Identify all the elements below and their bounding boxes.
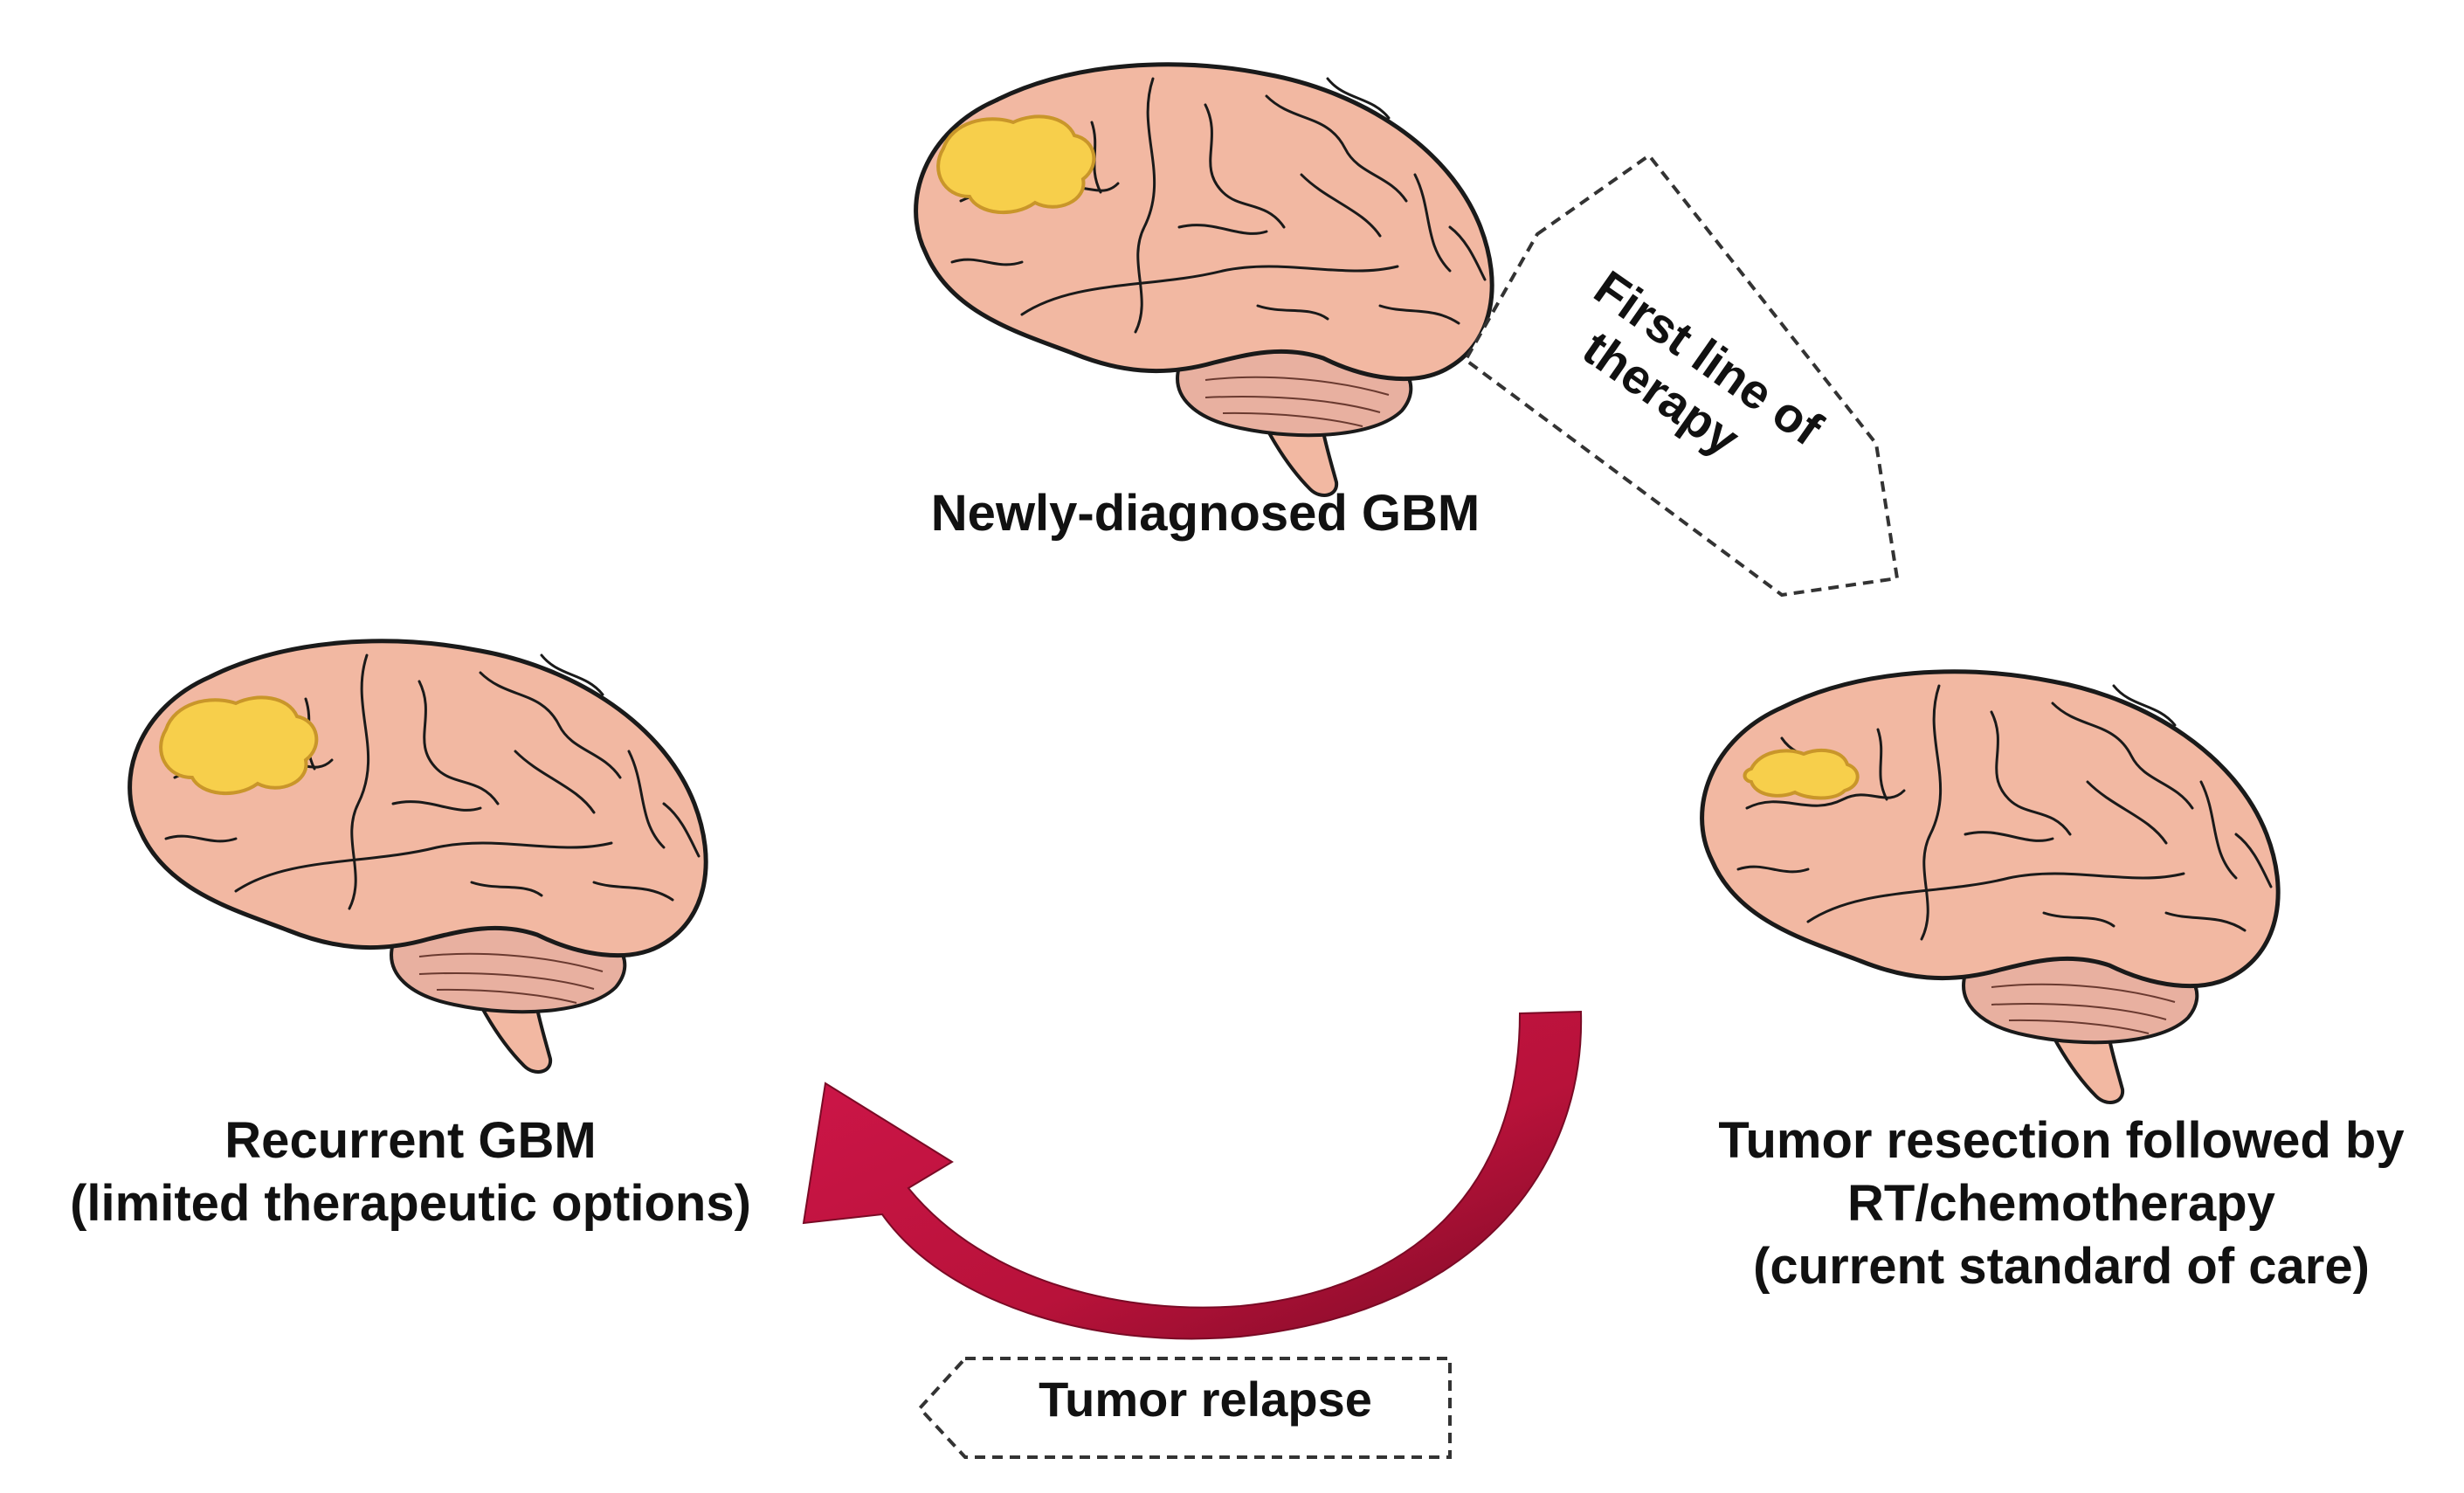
label-newly-diagnosed: Newly-diagnosed GBM xyxy=(873,482,1537,545)
first-line-therapy-arrow xyxy=(1463,153,1900,598)
tumor-residual xyxy=(1743,749,1860,800)
brain-recurrent xyxy=(130,641,707,1072)
label-recurrent-line2: (limited therapeutic options) xyxy=(70,1174,751,1232)
label-recurrent: Recurrent GBM (limited therapeutic optio… xyxy=(17,1109,804,1235)
brain-resection xyxy=(1702,672,2279,1102)
label-newly-diagnosed-text: Newly-diagnosed GBM xyxy=(930,485,1480,542)
label-resection-line2: RT/chemotherapy xyxy=(1847,1174,2275,1232)
brain-newly-diagnosed xyxy=(916,65,1493,495)
label-tumor-relapse-text: Tumor relapse xyxy=(1039,1372,1372,1427)
label-resection-line3: (current standard of care) xyxy=(1753,1237,2370,1295)
label-resection-line1: Tumor resection followed by xyxy=(1718,1112,2405,1169)
tumor-newly-diagnosed xyxy=(936,114,1096,215)
label-resection: Tumor resection followed by RT/chemother… xyxy=(1677,1109,2446,1298)
tumor-recurrent xyxy=(159,695,319,796)
label-recurrent-line1: Recurrent GBM xyxy=(224,1112,597,1169)
label-tumor-relapse: Tumor relapse xyxy=(961,1369,1450,1429)
tumor-relapse-arrow xyxy=(917,1357,1452,1459)
relapse-curved-arrow xyxy=(802,1010,1583,1340)
